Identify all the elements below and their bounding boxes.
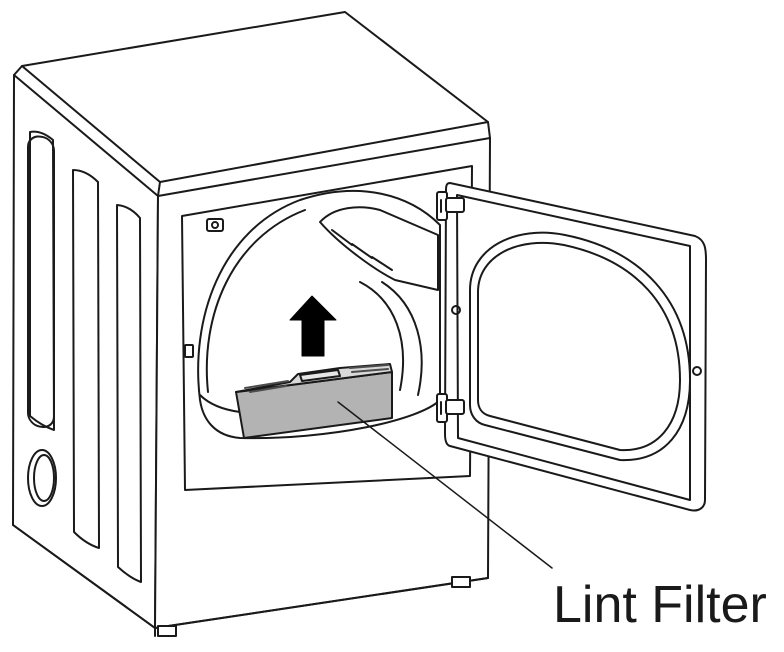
lint-filter-handle [299, 369, 341, 382]
door-glass [469, 231, 691, 462]
drum-lip [199, 394, 241, 413]
drum-baffle [319, 206, 439, 291]
drum-baffle-ridge [331, 229, 393, 271]
side-rib-1b [29, 130, 55, 431]
door-hinge-bottom [436, 393, 465, 423]
callout-leader-line [337, 401, 553, 569]
drum-inner-ring [205, 209, 306, 393]
side-rib-3 [116, 204, 142, 583]
door-outer [444, 182, 707, 512]
door-latch-icon [184, 344, 194, 358]
side-port-inner [33, 454, 55, 502]
lint-filter-icon [235, 363, 393, 439]
drum-back-curve-2 [381, 281, 423, 396]
door-switch-dot [211, 221, 219, 229]
lift-arrow-icon [289, 295, 337, 357]
cabinet-base [12, 524, 489, 637]
foot-right [451, 576, 471, 588]
door-hinge-top [436, 191, 465, 221]
side-port [27, 449, 57, 507]
lint-filter-grille [244, 364, 389, 393]
lint-filter-label: Lint Filter [553, 576, 767, 634]
cabinet-top-edge [13, 65, 491, 197]
door-screw-1 [451, 305, 461, 315]
door-ridge [456, 194, 691, 501]
side-rib-2 [72, 169, 100, 549]
door-screw-2 [692, 366, 702, 376]
drum-back-curve [359, 281, 404, 391]
door-switch-icon [206, 218, 224, 232]
door-glass-inner [477, 241, 681, 452]
foot-left [157, 625, 177, 637]
